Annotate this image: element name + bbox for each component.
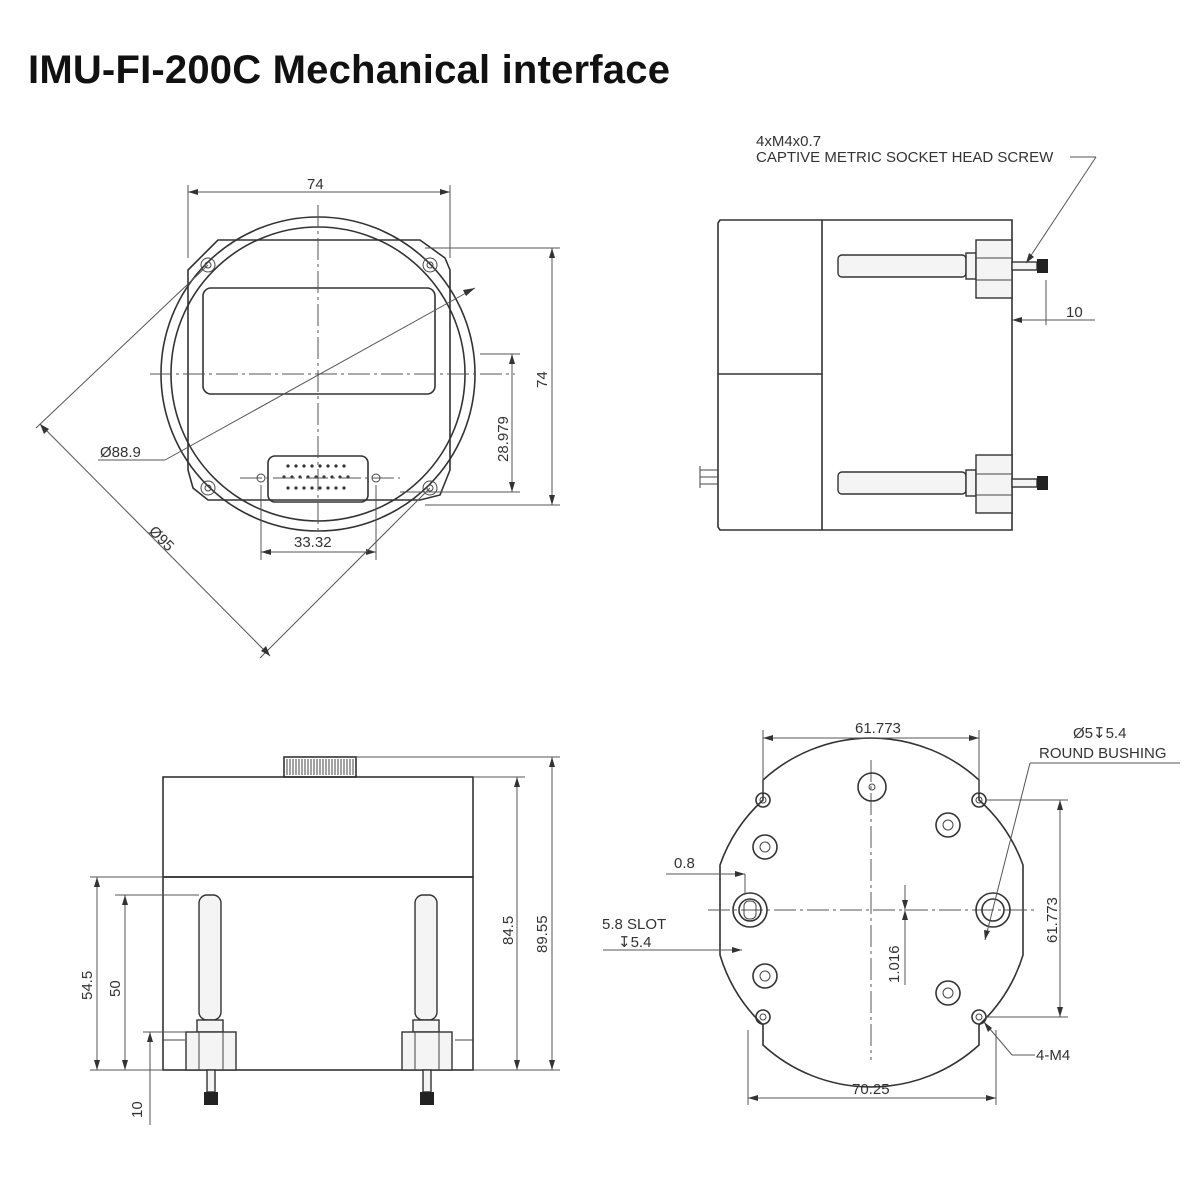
connector-pin (310, 464, 314, 468)
hole-top-left (200, 257, 216, 273)
connector-pin (334, 486, 338, 490)
dim-connector-offset: 28.979 (495, 416, 512, 462)
connector-pin (342, 464, 346, 468)
connector-pin (286, 464, 290, 468)
side-screw-lower (837, 454, 1048, 514)
dim-front-width: 74 (307, 176, 324, 193)
page-title: IMU-FI-200C Mechanical interface (28, 48, 671, 92)
dim-height-89-55: 89.55 (534, 915, 551, 953)
dim-screw-length: 10 (129, 1101, 146, 1118)
hole-bottom-left (200, 480, 216, 496)
connector-pin (334, 464, 338, 468)
dim-offset-1-016: 1.016 (886, 945, 903, 983)
elevation-screw-right (401, 894, 453, 1105)
connector-pin (318, 486, 322, 490)
connector-pin (302, 464, 306, 468)
bushing-callout-line2: ROUND BUSHING (1039, 745, 1167, 762)
elevation-screw-left (185, 894, 237, 1105)
connector-pin (310, 486, 314, 490)
dim-outer-diameter: Ø95 (145, 523, 177, 555)
connector-pin (294, 486, 298, 490)
side-body (717, 219, 1013, 531)
front-view: 74 74 28.979 33.32 Ø88.9 Ø95 (35, 176, 560, 659)
dim-bottom-width: 70.25 (852, 1081, 890, 1098)
connector-pin (294, 464, 298, 468)
hole-bottom-right (422, 480, 438, 496)
connector-pin (326, 464, 330, 468)
elevation-housing (162, 776, 474, 878)
elevation-view: 54.5 50 10 84.5 89.55 (79, 756, 560, 1125)
connector-pin (302, 486, 306, 490)
connector-pin (326, 486, 330, 490)
connector-pin (318, 464, 322, 468)
dim-offset-0-8: 0.8 (674, 855, 695, 872)
bottom-m4-holes (755, 792, 987, 1025)
connector-pin (342, 486, 346, 490)
front-mounting-plate (187, 239, 451, 501)
bottom-socket-holes (752, 772, 961, 1006)
bottom-slot-bushing (732, 892, 768, 928)
dim-height-54-5: 54.5 (79, 971, 96, 1000)
slot-callout-line2: ↧5.4 (618, 934, 651, 951)
dim-height-84-5: 84.5 (500, 916, 517, 945)
side-view: 10 4xM4x0.7 CAPTIVE METRIC SOCKET HEAD S… (699, 133, 1097, 531)
thread-callout: 4-M4 (1036, 1047, 1070, 1064)
connector-pin (286, 486, 290, 490)
dim-inner-diameter: Ø88.9 (100, 444, 141, 461)
bottom-outline (719, 737, 1024, 1088)
screw-callout-line1: 4xM4x0.7 (756, 133, 821, 150)
dim-height-50: 50 (107, 980, 124, 997)
bottom-round-bushing (975, 892, 1011, 928)
front-corner-holes (200, 257, 438, 496)
bushing-callout-line1: Ø5↧5.4 (1073, 725, 1126, 742)
dim-front-height: 74 (534, 371, 551, 388)
front-label-recess (202, 287, 436, 395)
dim-screw-protrusion: 10 (1066, 304, 1083, 321)
dim-vertical-spacing: 61.773 (1044, 897, 1061, 943)
dim-connector-width: 33.32 (294, 534, 332, 551)
hole-top-right (422, 257, 438, 273)
elevation-base (162, 876, 474, 1071)
screw-callout-line2: CAPTIVE METRIC SOCKET HEAD SCREW (756, 149, 1054, 166)
bottom-view: 61.773 61.773 70.25 0.8 5.8 SLOT ↧5.4 1.… (602, 720, 1180, 1105)
dim-top-spacing: 61.773 (855, 720, 901, 737)
side-screw-upper (837, 239, 1048, 299)
slot-callout-line1: 5.8 SLOT (602, 916, 666, 933)
